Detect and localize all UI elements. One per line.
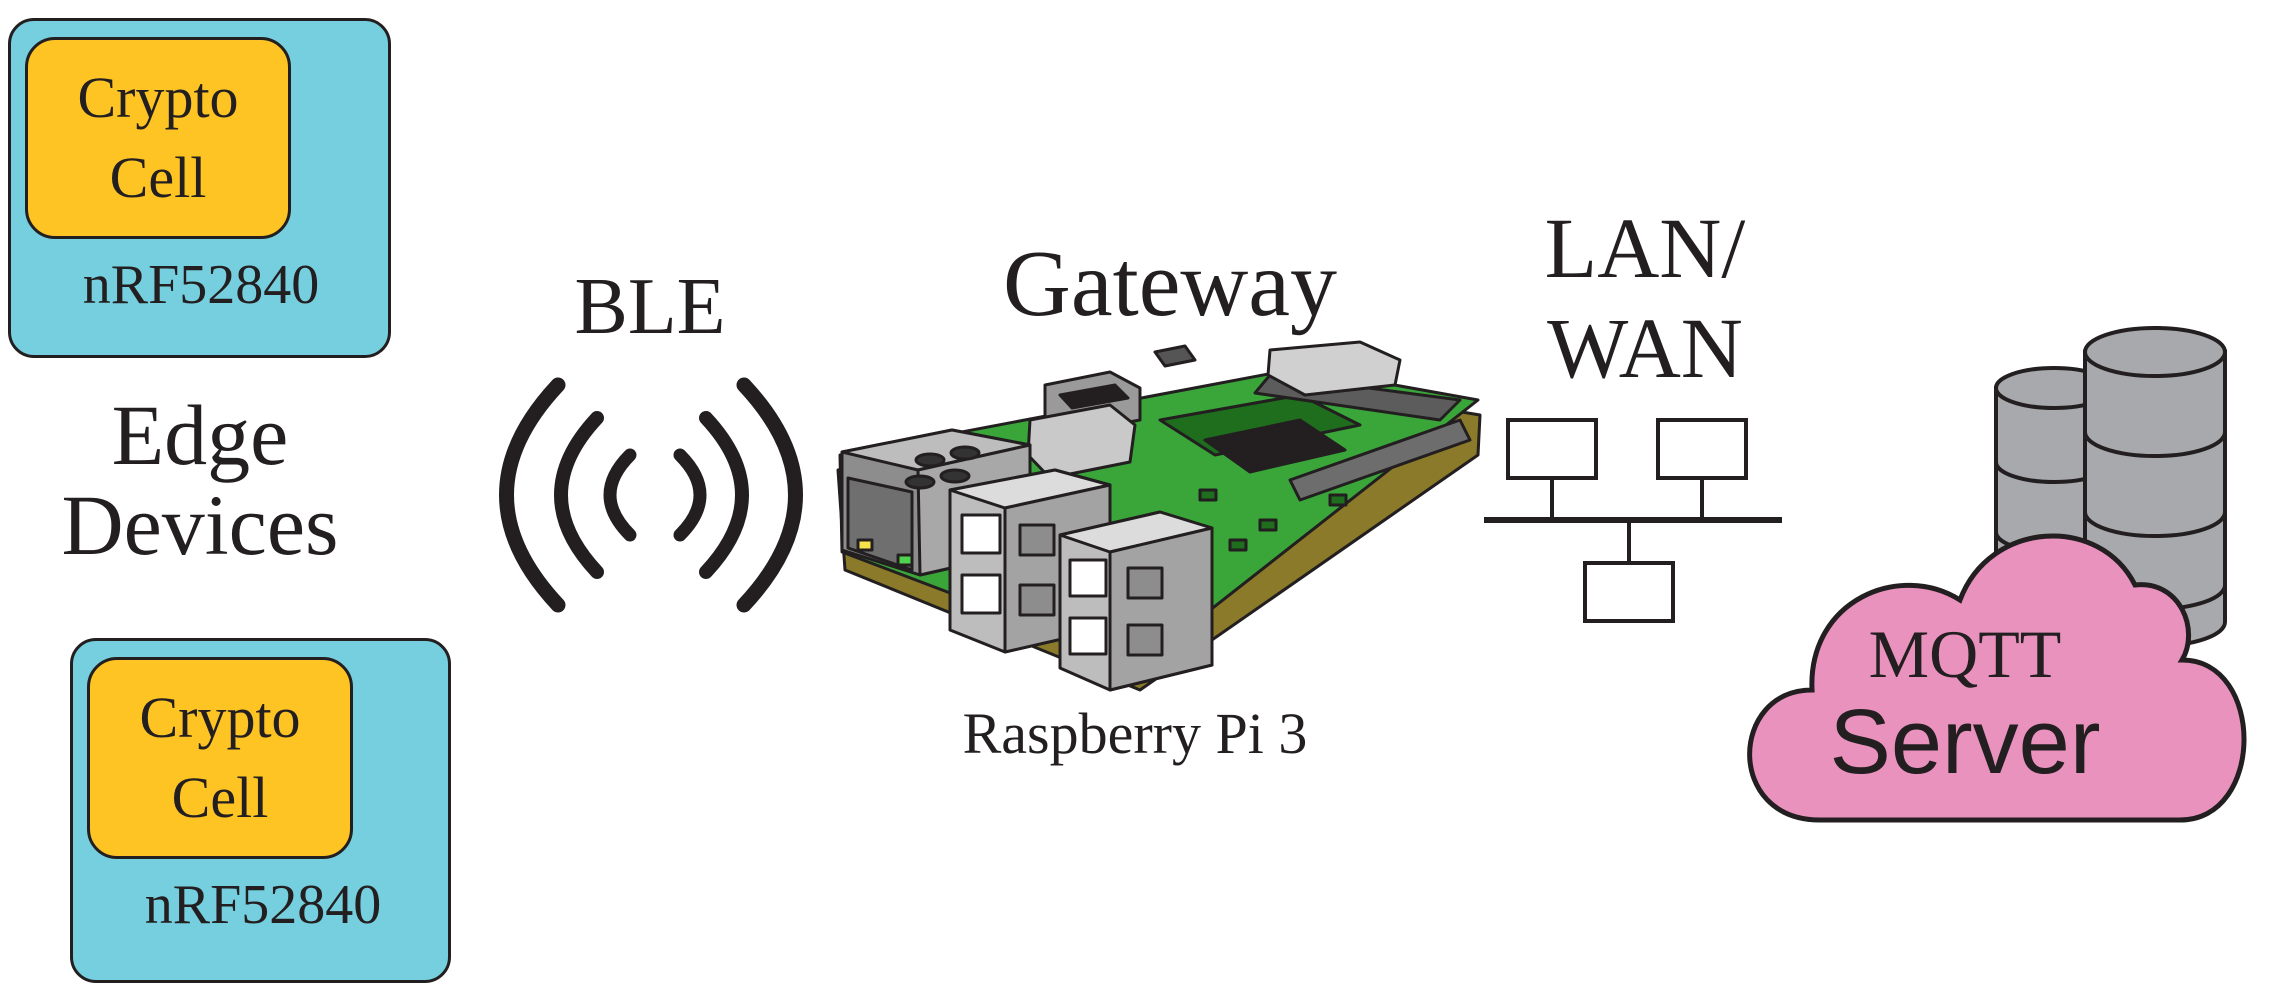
crypto-cell-1-line2: Cell (109, 145, 207, 210)
edge-device-2: Crypto Cell nRF52840 (70, 638, 451, 983)
crypto-cell-1-line1: Crypto (77, 65, 239, 130)
edge-device-1: Crypto Cell nRF52840 (8, 18, 391, 358)
lan-wan-label: LAN/ WAN (1490, 198, 1800, 398)
crypto-cell-1: Crypto Cell (25, 37, 291, 239)
edge-devices-title-line2: Devices (61, 477, 339, 573)
edge-devices-title-line1: Edge (111, 387, 289, 483)
edge-devices-title: Edge Devices (20, 390, 380, 570)
chip-label-1: nRF52840 (82, 254, 320, 316)
crypto-cell-2: Crypto Cell (87, 657, 353, 859)
gateway-title: Gateway (1002, 232, 1338, 336)
lan-wan-line1: LAN/ (1544, 200, 1746, 296)
server-label: Server (1829, 691, 2101, 793)
crypto-cell-2-line2: Cell (171, 765, 269, 830)
raspberry-pi-label: Raspberry Pi 3 (962, 701, 1308, 766)
chip-label-2: nRF52840 (144, 874, 382, 936)
ble-label: BLE (574, 263, 726, 351)
crypto-cell-2-line1: Crypto (139, 685, 301, 750)
lan-wan-line2: WAN (1547, 300, 1743, 396)
mqtt-label: MQTT (1868, 616, 2062, 692)
